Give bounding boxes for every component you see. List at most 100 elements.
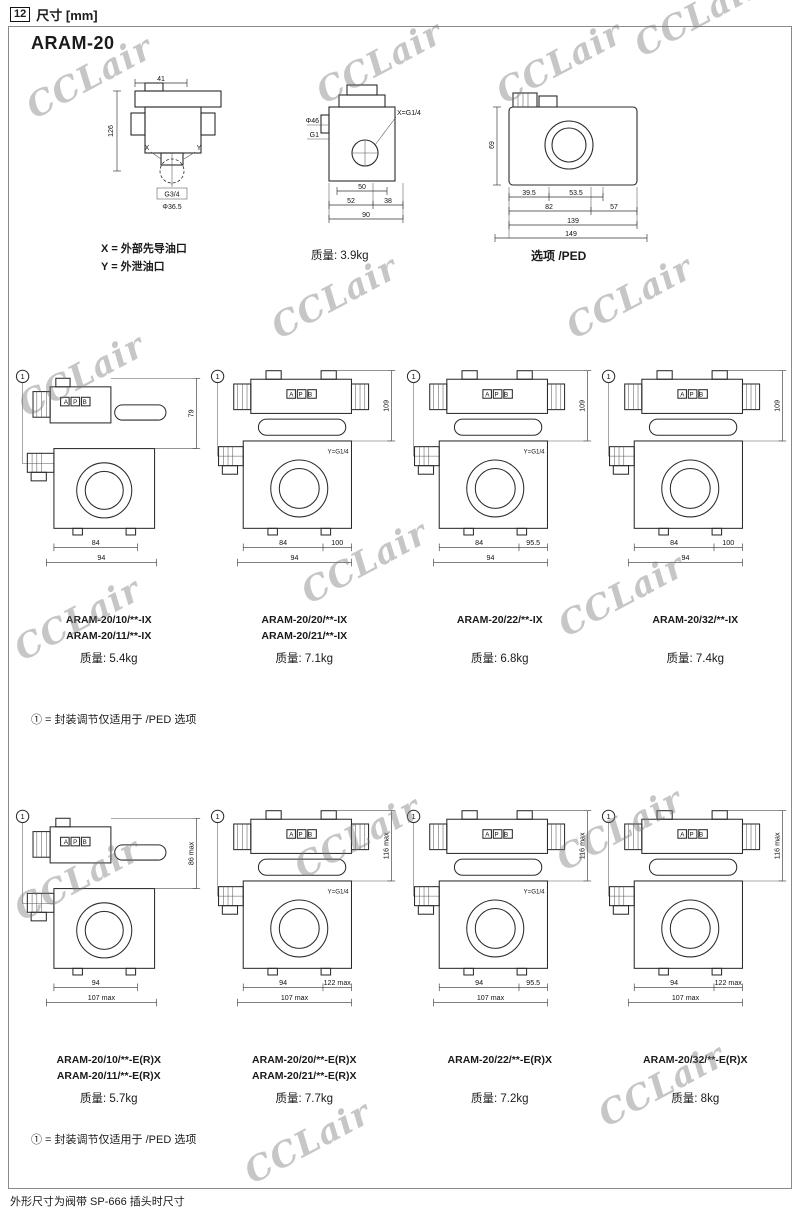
- dim-label: 94: [682, 554, 690, 562]
- note-marker: 1: [20, 372, 24, 381]
- valve-figure-erx-22: 1 A P B 94 95.5 107 max 116 max Y=G1/4 A…: [402, 805, 598, 1106]
- dim-label: 94: [291, 554, 299, 562]
- valve-outline: [407, 810, 591, 1006]
- dim-label: Φ46: [306, 118, 319, 125]
- valve-drawing: 1 A P B 84 100 94 109 Y=G1/4: [209, 365, 399, 610]
- note-marker: 1: [216, 372, 220, 381]
- legend-x-line: X = 外部先导油口: [101, 243, 187, 255]
- valve-figure-ix-20: 1 A P B 84 100 94 109 Y=G1/4 ARAM-20/20/…: [207, 365, 403, 666]
- model-code: [652, 628, 738, 644]
- erx-valve-row: 1 A P B 94 107 max 86 max ARAM-20/10/**-…: [11, 805, 793, 1106]
- port-letters: A P B: [64, 399, 89, 406]
- valve-figure-erx-10: 1 A P B 94 107 max 86 max ARAM-20/10/**-…: [11, 805, 207, 1106]
- weight-label: 质量: 3.9kg: [311, 250, 369, 262]
- dim-label-height: 116 max: [578, 832, 586, 859]
- model-code: ARAM-20/21/**-IX: [261, 630, 348, 642]
- note-marker: 1: [20, 812, 24, 821]
- dim-label-height: 109: [578, 400, 586, 412]
- note-marker: 1: [411, 372, 415, 381]
- dim-label: 95.5: [526, 979, 540, 987]
- section-number: 12: [10, 7, 31, 22]
- dim-label: 94: [279, 979, 287, 987]
- model-code: ARAM-20/32/**-IX: [652, 614, 739, 626]
- dim-label: 84: [475, 539, 483, 547]
- valve-drawing: 1 A P B 94 122 max 107 max 116 max Y=G1/…: [209, 805, 399, 1050]
- model-code: ARAM-20/10/**-E(R)X: [56, 1054, 161, 1066]
- model-code: [643, 1068, 747, 1084]
- note-marker: 1: [607, 812, 611, 821]
- port-letters: A P B: [680, 831, 705, 838]
- weight-label: 质量: 7.7kg: [275, 1093, 334, 1105]
- dim-label: 50: [358, 184, 366, 191]
- x-port-label: X=G1/4: [397, 110, 421, 117]
- dim-label: 53.5: [569, 190, 583, 197]
- dim-label-height: 86 max: [187, 841, 195, 865]
- valve-drawing: 1 A P B 84 100 94 109: [600, 365, 790, 610]
- port-letters: A P B: [485, 831, 510, 838]
- weight-label: 质量: 7.1kg: [275, 653, 334, 665]
- note-marker: 1: [411, 812, 415, 821]
- dim-label: 38: [384, 198, 392, 205]
- valve-outline: [16, 370, 200, 566]
- dim-label: 84: [279, 539, 287, 547]
- dim-label: 82: [545, 204, 553, 211]
- model-caption: ARAM-20/10/**-IX ARAM-20/11/**-IX: [66, 612, 152, 644]
- x-port-mark: X: [145, 145, 150, 152]
- diameter-label: Φ36.5: [162, 204, 181, 211]
- model-code: ARAM-20/11/**-E(R)X: [56, 1070, 161, 1082]
- model-caption: ARAM-20/32/**-E(R)X: [643, 1052, 747, 1084]
- y-port-label: Y=G1/4: [328, 448, 350, 455]
- dim-label: 139: [567, 218, 579, 225]
- dim-label: 122 max: [715, 979, 743, 987]
- valve-figure-erx-32: 1 A P B 94 122 max 107 max 116 max ARAM-…: [598, 805, 794, 1106]
- valve-figure-ix-22: 1 A P B 84 95.5 94 109 Y=G1/4 ARAM-20/22…: [402, 365, 598, 666]
- ix-valve-row: 1 A P B 84 94 79 ARAM-20/10/**-IX ARAM-2…: [11, 365, 793, 666]
- port-letters: A P B: [485, 391, 510, 398]
- top-view-drawing: 69 39.5 53.5 82 57 139 149: [489, 92, 648, 242]
- model-caption: ARAM-20/20/**-IX ARAM-20/21/**-IX: [261, 612, 347, 644]
- model-caption: ARAM-20/22/**-E(R)X: [448, 1052, 552, 1084]
- valve-drawing: 1 A P B 84 95.5 94 109 Y=G1/4: [405, 365, 595, 610]
- dim-label: 126: [108, 125, 115, 137]
- model-code: ARAM-20/21/**-E(R)X: [252, 1070, 357, 1082]
- dim-label: 94: [91, 979, 99, 987]
- valve-figure-ix-32: 1 A P B 84 100 94 109 ARAM-20/32/**-IX 质…: [598, 365, 794, 666]
- model-caption: ARAM-20/20/**-E(R)X ARAM-20/21/**-E(R)X: [252, 1052, 356, 1084]
- y-port-label: Y=G1/4: [523, 448, 545, 455]
- dim-label-height: 109: [383, 400, 391, 412]
- dim-label: 84: [91, 539, 99, 547]
- port-letters: A P B: [289, 831, 314, 838]
- model-code: ARAM-20/20/**-E(R)X: [252, 1054, 357, 1066]
- content-frame: ARAM-20 41 126 X Y G3/4 Φ36: [8, 26, 792, 1189]
- valve-outline: [603, 810, 787, 1006]
- ped-option-label: 选项 /PED: [531, 249, 587, 263]
- side-view-drawing: Φ46 G1 X=G1/4 50 52 38 90: [306, 84, 421, 223]
- valve-outline: [212, 370, 396, 566]
- weight-label: 质量: 7.2kg: [470, 1093, 529, 1105]
- dim-label: 94: [97, 554, 105, 562]
- dim-label: 94: [475, 979, 483, 987]
- weight-label: 质量: 5.4kg: [79, 653, 138, 665]
- dim-label-height: 116 max: [383, 832, 391, 859]
- note-marker: 1: [607, 372, 611, 381]
- dim-label-height: 116 max: [774, 832, 782, 859]
- dim-label: 41: [157, 76, 165, 83]
- weight-label: 质量: 7.4kg: [666, 653, 725, 665]
- model-code: ARAM-20/22/**-E(R)X: [447, 1054, 552, 1066]
- dim-label: 107 max: [672, 994, 700, 1002]
- model-code: ARAM-20/22/**-IX: [456, 614, 543, 626]
- note-marker: 1: [216, 812, 220, 821]
- dim-label: 69: [489, 141, 496, 149]
- dim-label: 122 max: [324, 979, 352, 987]
- model-code: ARAM-20/20/**-IX: [261, 614, 348, 626]
- valve-figure-erx-20: 1 A P B 94 122 max 107 max 116 max Y=G1/…: [207, 805, 403, 1106]
- dim-label: 107 max: [88, 994, 116, 1002]
- y-port-label: Y=G1/4: [328, 888, 350, 895]
- dim-label: 107 max: [477, 994, 505, 1002]
- model-code: [448, 1068, 552, 1084]
- dim-label: G1: [310, 132, 319, 139]
- section-header: 12 尺寸 [mm]: [10, 5, 98, 24]
- valve-outline: [407, 370, 591, 566]
- model-code: [457, 628, 543, 644]
